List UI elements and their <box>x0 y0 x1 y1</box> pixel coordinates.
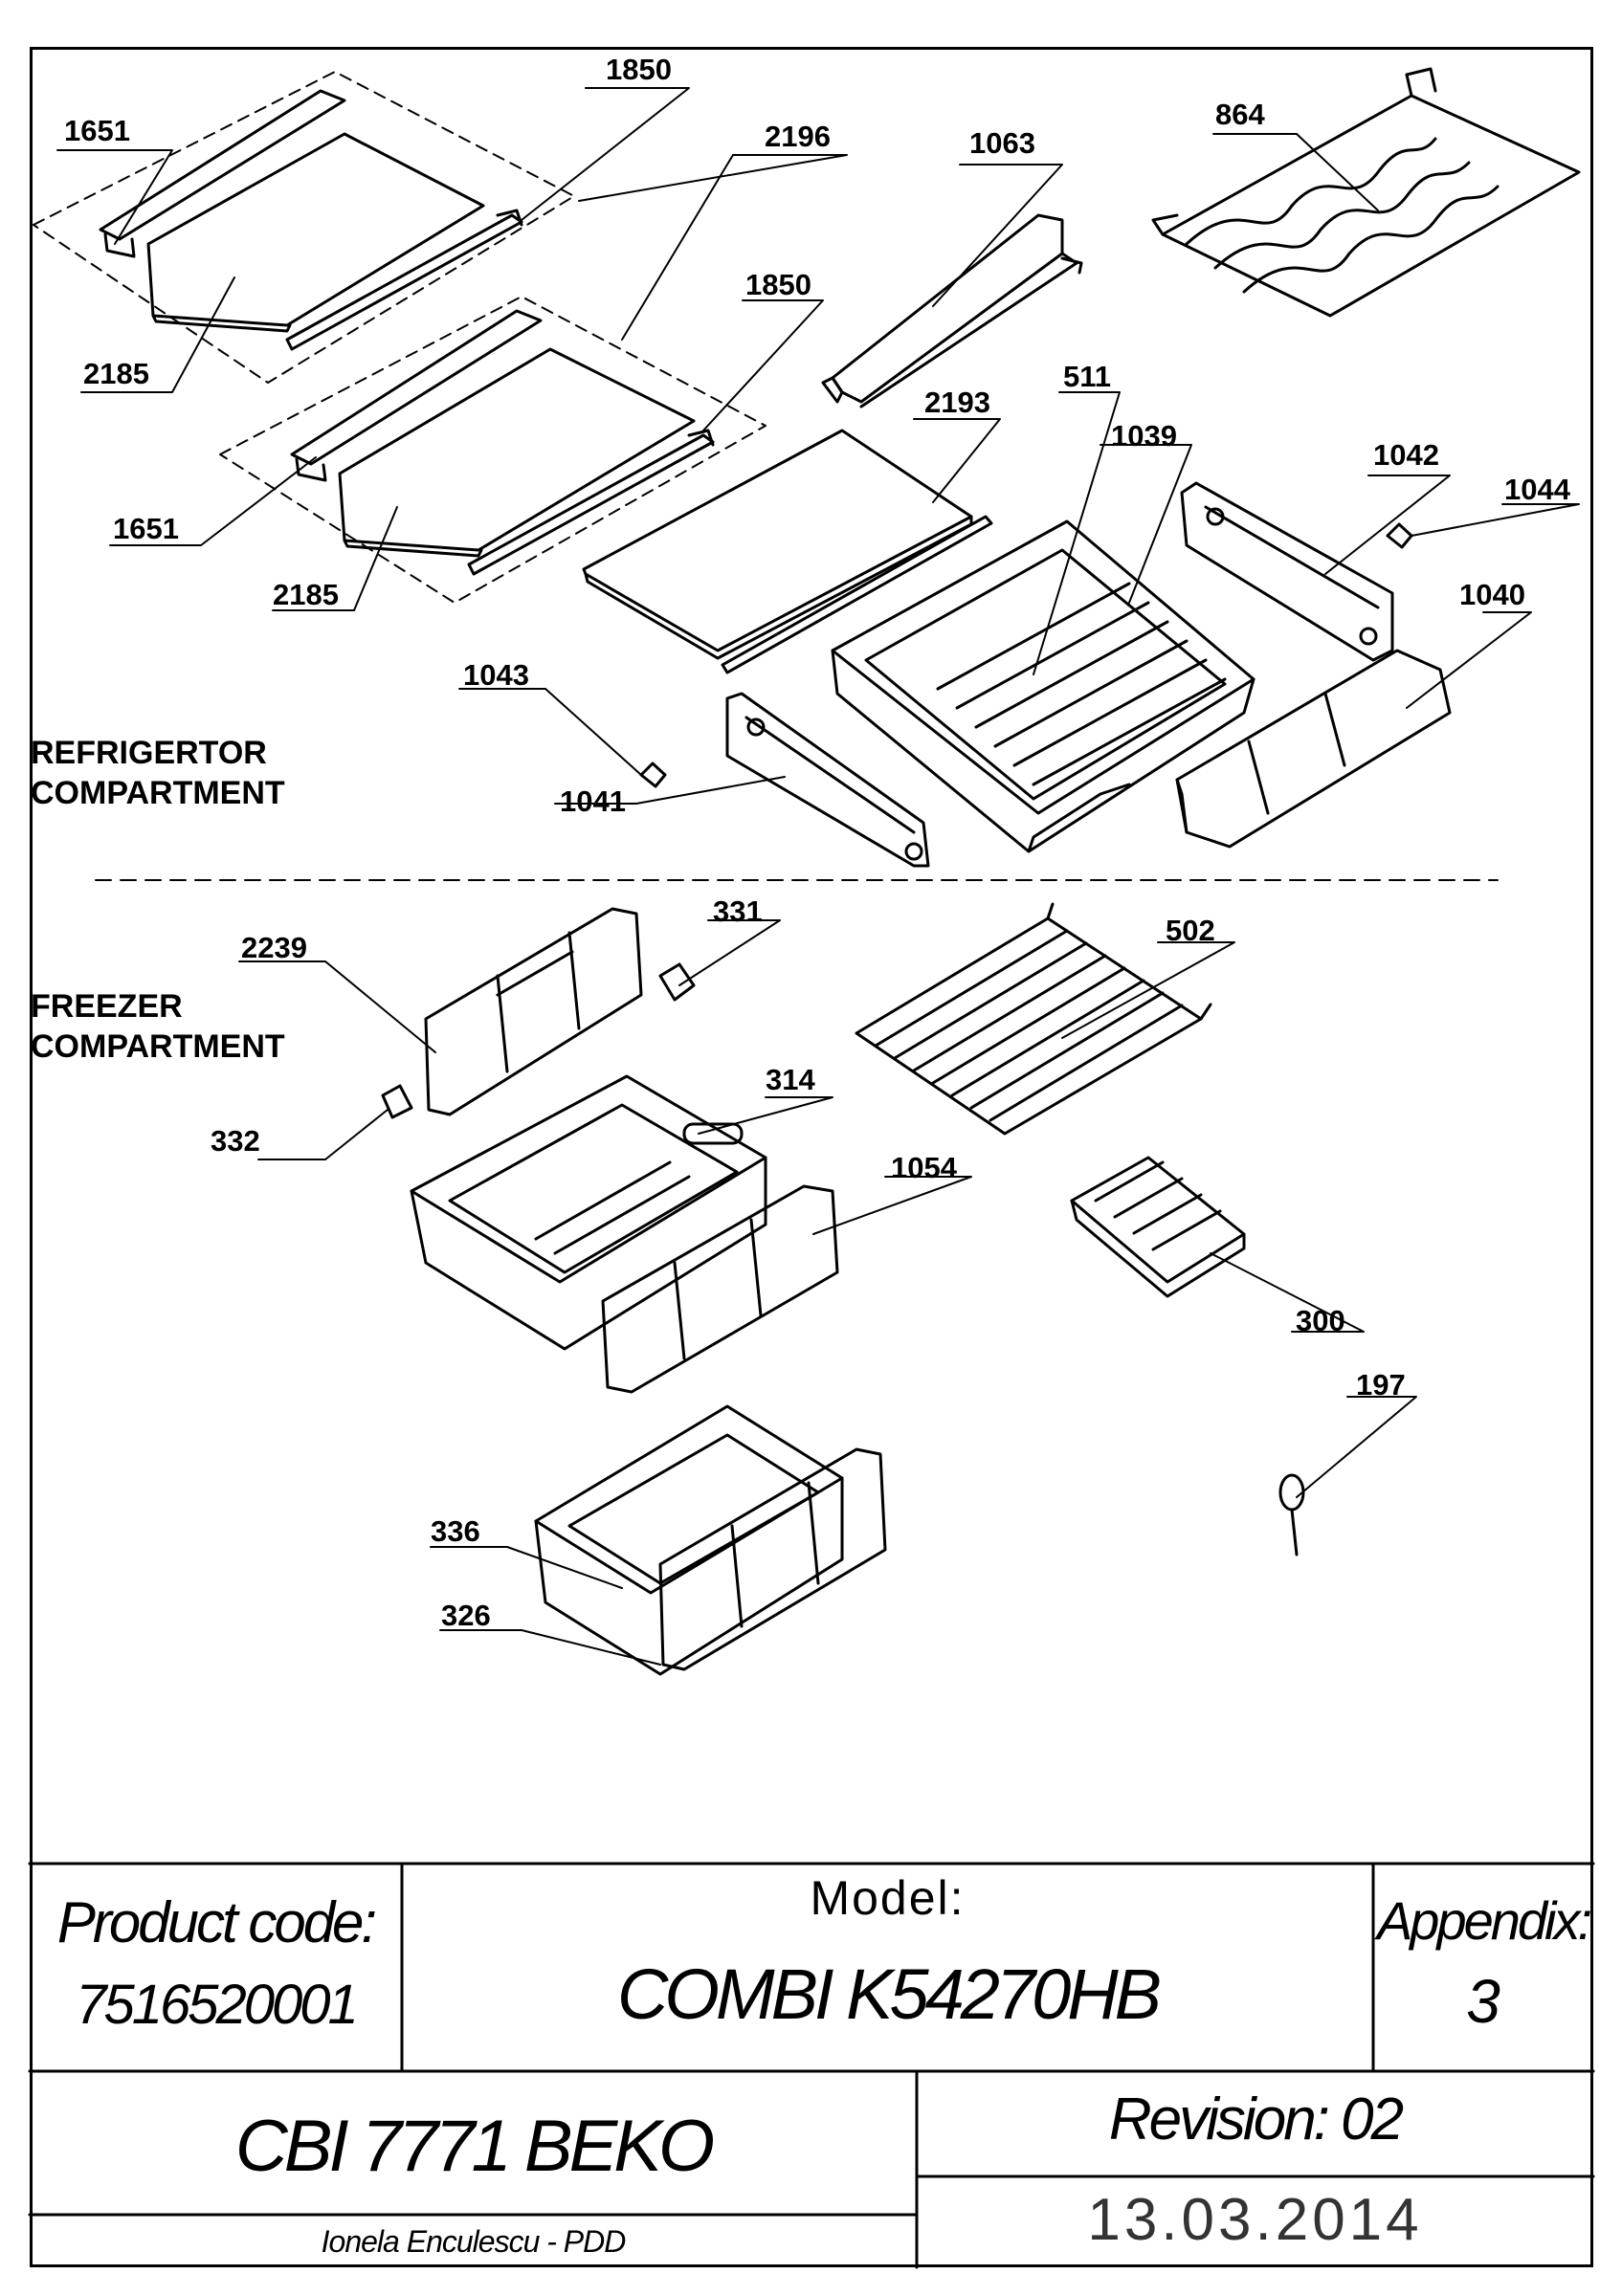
glass-shelf-lower <box>290 309 715 576</box>
wire-shelf-502 <box>855 902 1212 1136</box>
callout-2185-upper: 2185 <box>83 357 149 390</box>
callout-314: 314 <box>766 1063 815 1096</box>
clip-1043 <box>639 762 667 788</box>
callout-1850-upper: 1850 <box>606 53 672 86</box>
title-block-grid <box>28 1862 1595 2269</box>
callout-1850-lower: 1850 <box>745 268 811 301</box>
seal-strip-511 <box>721 515 993 674</box>
glass-shelf-upper <box>99 89 523 351</box>
clip-1044 <box>1386 522 1413 549</box>
leader-lines <box>56 87 1580 1666</box>
clip-332 <box>381 1084 413 1119</box>
callout-331: 331 <box>713 894 763 928</box>
author: Ionela Enculescu - PDD <box>321 2224 627 2259</box>
freezer-heading-line1: FREEZER <box>31 988 183 1025</box>
door-guard-1063 <box>821 213 1083 408</box>
refrigerator-heading-line1: REFRIGERTOR <box>31 735 267 771</box>
product-code-label: Product code: <box>56 1890 377 1954</box>
wine-rack-864 <box>1151 67 1581 318</box>
slide-rail-1042 <box>1180 481 1394 662</box>
callout-1054: 1054 <box>891 1151 957 1184</box>
ice-tray-300 <box>1070 1156 1246 1298</box>
freezer-heading-line2: COMPARTMENT <box>31 1028 285 1065</box>
callout-1039: 1039 <box>1111 419 1177 453</box>
callout-511: 511 <box>1063 360 1112 393</box>
callout-1651-upper: 1651 <box>64 114 130 147</box>
freezer-front-1054 <box>601 1184 839 1394</box>
callout-197: 197 <box>1356 1368 1406 1402</box>
revision-date: 13.03.2014 <box>1087 2187 1423 2253</box>
callout-1044: 1044 <box>1504 473 1570 506</box>
callout-502: 502 <box>1166 914 1215 947</box>
callout-1043: 1043 <box>463 658 529 692</box>
product-code-value: 7516520001 <box>76 1974 359 2036</box>
ice-scraper-197 <box>1278 1473 1305 1556</box>
freezer-drawer-336 <box>534 1404 844 1676</box>
callout-864: 864 <box>1215 98 1265 131</box>
callout-1651-lower: 1651 <box>113 512 179 545</box>
slide-rail-1041 <box>725 692 930 868</box>
appendix-value: 3 <box>1466 1967 1500 2036</box>
callout-332: 332 <box>211 1124 260 1158</box>
callout-336: 336 <box>431 1514 480 1548</box>
model-label: Model: <box>810 1871 966 1925</box>
callout-1063: 1063 <box>969 126 1035 160</box>
callout-1040: 1040 <box>1459 578 1525 611</box>
freezer-flap-2239 <box>424 907 643 1116</box>
glass-shelf-2193 <box>582 429 973 660</box>
appendix-label: Appendix: <box>1376 1890 1592 1951</box>
crisper-drawer-1039 <box>831 519 1255 853</box>
product-name: CBI 7771 BEKO <box>234 2106 715 2187</box>
refrigerator-heading-line2: COMPARTMENT <box>31 775 285 811</box>
shelf-group-upper-outline <box>33 71 767 604</box>
model-value: COMBI K54270HB <box>616 1954 1162 2034</box>
callout-326: 326 <box>441 1599 491 1632</box>
callout-2193: 2193 <box>924 386 990 419</box>
callout-2196: 2196 <box>765 120 831 153</box>
freezer-drawer-314 <box>410 1074 767 1351</box>
revision: Revision: 02 <box>1108 2086 1404 2152</box>
freezer-front-326 <box>658 1447 887 1671</box>
callout-300: 300 <box>1296 1304 1345 1337</box>
drawing-sheet <box>30 47 1593 2267</box>
callout-1041: 1041 <box>560 784 626 818</box>
clip-331 <box>658 962 696 1002</box>
callout-2185-lower: 2185 <box>273 578 339 611</box>
callout-2239: 2239 <box>241 931 307 964</box>
callout-1042: 1042 <box>1373 438 1439 472</box>
crisper-front-1040 <box>1175 649 1452 849</box>
